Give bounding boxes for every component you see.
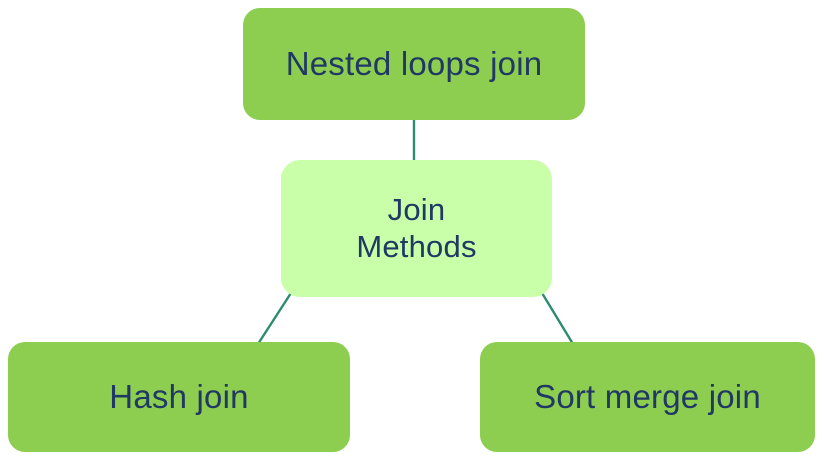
node-join-methods[interactable]: Join Methods (281, 160, 552, 297)
connector-center-to-hash-join-icon (256, 292, 293, 345)
node-hash-join-label: Hash join (109, 377, 249, 415)
node-sort-merge-join-label: Sort merge join (534, 377, 761, 415)
node-join-methods-label: Join Methods (356, 191, 477, 264)
connector-center-to-sort-merge-join-icon (540, 292, 575, 345)
node-hash-join[interactable]: Hash join (8, 342, 350, 452)
node-sort-merge-join[interactable]: Sort merge join (480, 342, 815, 452)
node-nested-loops-join-label: Nested loops join (285, 44, 543, 82)
node-nested-loops-join[interactable]: Nested loops join (243, 8, 585, 120)
